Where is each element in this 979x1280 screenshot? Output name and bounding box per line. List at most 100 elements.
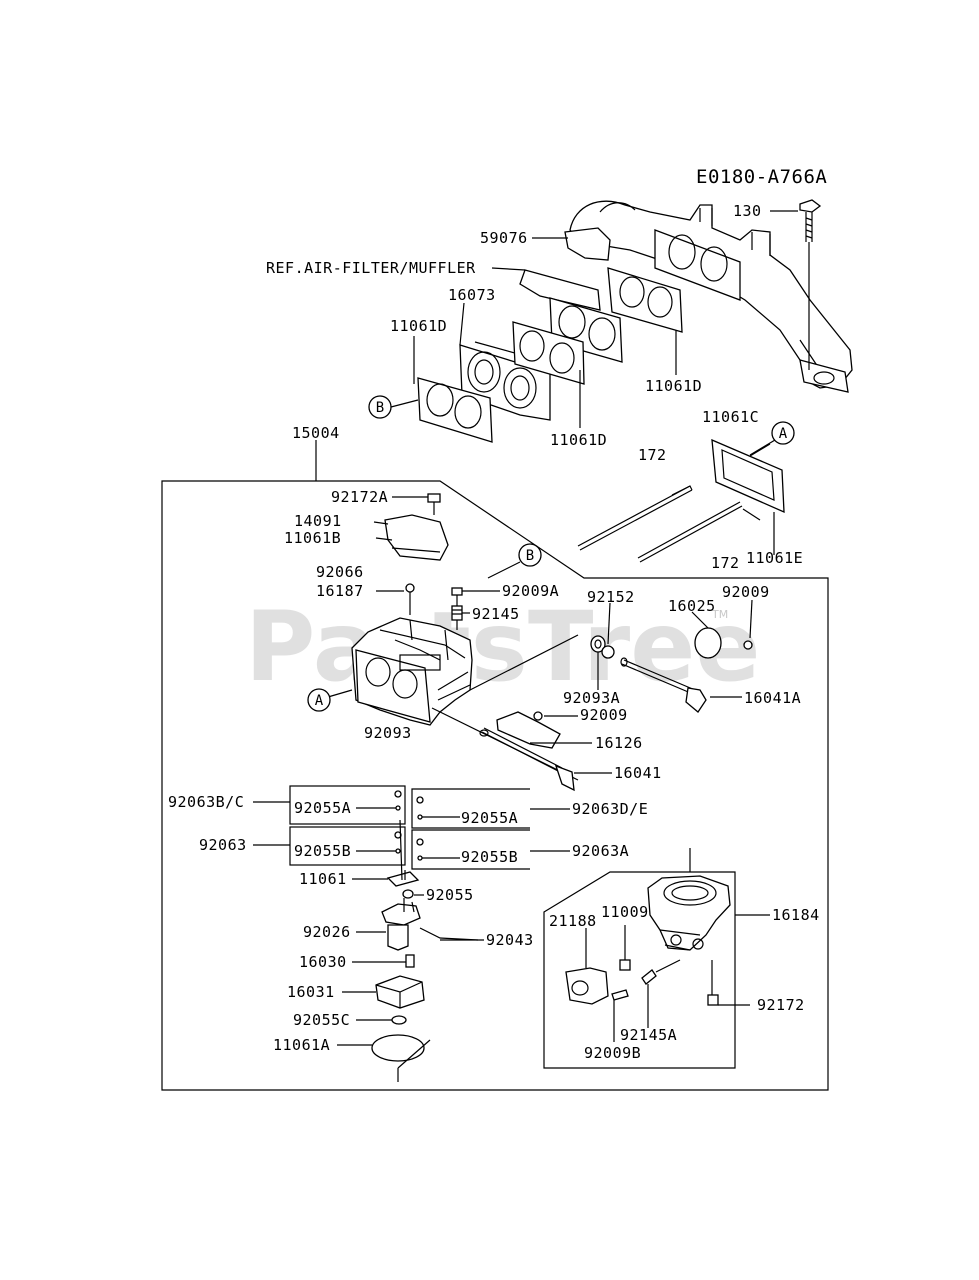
label-92063de: 92063D/E [572,800,648,818]
watermark: PartsTree [245,591,760,703]
callout-b-lower: B [518,543,542,567]
label-11061e: 11061E [746,549,803,567]
label-92055a-left: 92055A [294,799,351,817]
gasket-11061c [711,438,785,514]
label-92009a: 92009A [502,582,559,600]
label-92145a: 92145A [620,1026,677,1044]
screw-92172a [427,493,441,515]
oring-11061a [371,1034,425,1062]
screw-92009b [611,989,629,1001]
throttle-shaft-16041 [479,727,575,792]
svg-text:A: A [315,693,324,709]
label-92026: 92026 [303,923,351,941]
label-16030: 16030 [299,953,347,971]
float-16031 [375,975,425,1009]
carburetor-body [351,617,473,726]
label-16031: 16031 [287,983,335,1001]
label-92093a: 92093A [563,689,620,707]
spring-92145a [641,969,657,985]
box-92063de [411,788,530,829]
screw-11009 [619,959,631,971]
gasket-11061d-left [417,377,493,443]
oring-92055c [391,1015,407,1025]
screw-16187 [405,583,415,615]
intake-manifold [569,200,853,393]
stud-172-upper [577,485,693,551]
label-92063: 92063 [199,836,247,854]
label-92172a: 92172A [331,488,388,506]
label-172-lower: 172 [711,554,740,572]
label-92055b-left: 92055B [294,842,351,860]
label-92055: 92055 [426,886,474,904]
stud-172-lower [637,501,743,563]
screw-92172 [707,960,719,1006]
gasket-11061d-upper [607,267,683,333]
needle-16030 [405,954,415,968]
watermark-trademark: TM [711,608,728,621]
plate-14091 [384,514,449,561]
oring-92055 [402,889,414,899]
washer-92152 [601,645,615,659]
label-92009-upper: 92009 [722,583,770,601]
callout-a-lower: A [307,688,331,712]
svg-text:B: B [526,548,534,564]
solenoid-92026 [381,898,421,951]
label-92055a-right: 92055A [461,809,518,827]
screw-92009-lower [533,711,543,721]
label-ref-air-filter-muffler: REF.AIR-FILTER/MUFFLER [266,259,476,277]
svg-text:B: B [376,400,384,416]
label-172-upper: 172 [638,446,667,464]
label-92066: 92066 [316,563,364,581]
choke-shaft-16041a [620,657,707,713]
label-16184: 16184 [772,906,820,924]
label-16126: 16126 [595,734,643,752]
choke-plate-16025 [694,627,722,659]
label-92055b-right: 92055B [461,848,518,866]
label-11061d-left: 11061D [390,317,447,335]
label-14091: 14091 [294,512,342,530]
label-92043: 92043 [486,931,534,949]
label-16187: 16187 [316,582,364,600]
plate-16126 [496,711,561,749]
spring-92145 [451,605,463,621]
label-11061d-right: 11061D [645,377,702,395]
label-92063a: 92063A [572,842,629,860]
callout-a-upper: A [771,421,795,445]
bolt-130 [799,199,822,370]
gasket-11061 [386,871,420,887]
float-chamber-box [543,871,736,1069]
wire-92043 [419,927,479,941]
label-11061: 11061 [299,870,347,888]
label-92093: 92093 [364,724,412,742]
float-chamber-16184 [647,875,731,951]
screw-92009-upper [743,640,753,650]
box-92063bc [289,785,406,825]
label-21188: 21188 [549,912,597,930]
label-59076: 59076 [480,229,528,247]
svg-text:A: A [779,426,788,442]
box-92063 [289,826,406,866]
label-92152: 92152 [587,588,635,606]
box-92063a [411,829,530,870]
label-11061c: 11061C [702,408,759,426]
label-92145: 92145 [472,605,520,623]
bracket-59076 [564,227,611,261]
label-11061d-middle: 11061D [550,431,607,449]
label-16041: 16041 [614,764,662,782]
gasket-11061d-middle [512,321,585,385]
label-92009b: 92009B [584,1044,641,1062]
label-130: 130 [733,202,762,220]
callout-b-upper: B [368,395,392,419]
label-11009: 11009 [601,903,649,921]
label-92009-lower: 92009 [580,706,628,724]
carburetor-assembly-box [161,480,829,1091]
label-16073: 16073 [448,286,496,304]
label-92055c: 92055C [293,1011,350,1029]
label-92172: 92172 [757,996,805,1014]
air-filter-plate [519,269,601,311]
label-11061a: 11061A [273,1036,330,1054]
solenoid-21188 [565,967,609,1005]
label-16041a: 16041A [744,689,801,707]
